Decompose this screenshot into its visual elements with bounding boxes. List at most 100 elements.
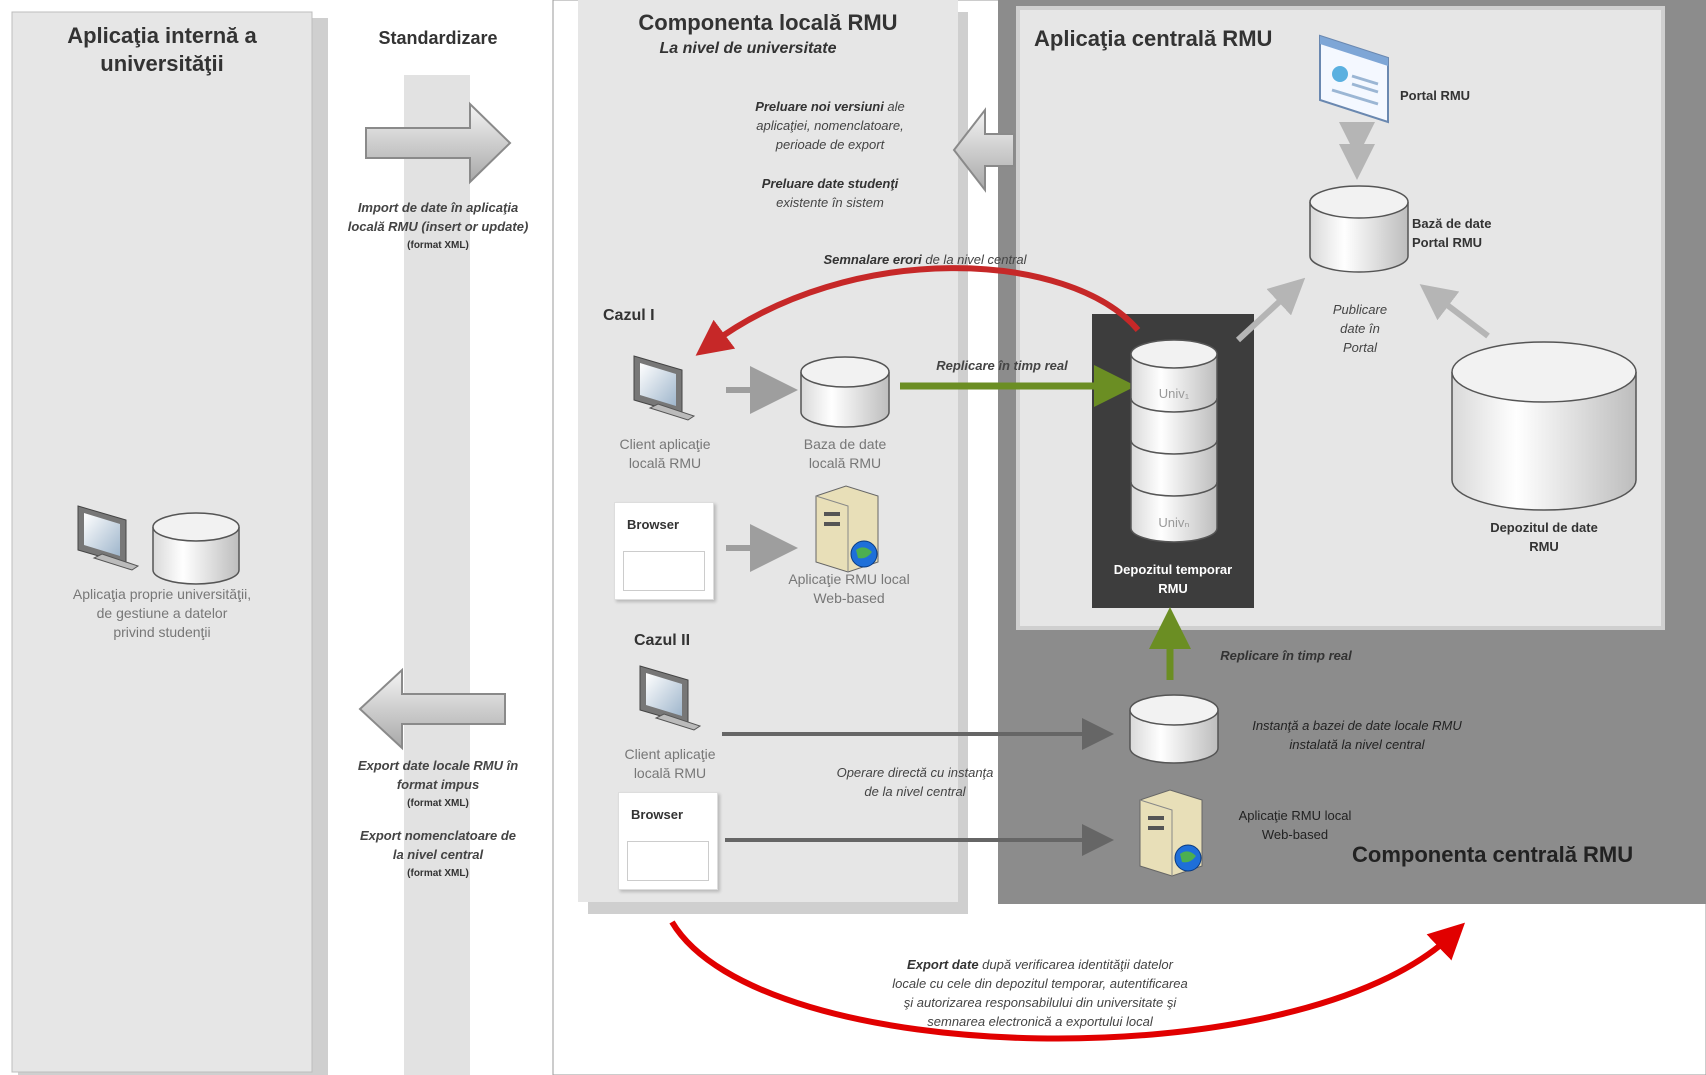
central-to-local-arrow [952,107,1015,193]
client-1-label-line2: locală RMU [628,455,702,471]
left-panel-title: Aplicaţia internă a universităţii [12,22,312,78]
local-db-label: Baza de date locală RMU [775,435,915,473]
error-signal-note: Semnalare erori de la nivel central [760,250,1090,269]
replication-label-1: Replicare în timp real [936,358,1068,373]
export-bottom-bold: Export date [907,957,979,972]
publish-note-line2: date în [1340,321,1380,336]
publish-note-line3: Portal [1343,340,1377,355]
web-app-1-label-line2: Web-based [813,590,885,606]
university-db-icon [152,512,240,585]
univ-n-label: Univₙ [1158,515,1190,530]
error-signal-rest: de la nivel central [921,252,1027,267]
export-date-arrow [669,920,1466,1042]
preluare-students-line2: existente în sistem [776,195,884,210]
client-2-label-line2: locală RMU [633,765,707,781]
error-signal-arrow [695,265,1141,356]
browser-1-address-field [623,551,705,591]
direct-operation-line1: Operare directă cu instanţa [836,765,994,780]
preluare-versions-rest: ale [883,99,905,114]
browser-window-1: Browser [614,502,714,600]
client-1-label-line1: Client aplicaţie [619,436,711,452]
central-app-title: Aplicaţia centrală RMU [1034,26,1273,51]
web-app-1-label-line1: Aplicaţie RMU local [788,571,910,587]
export-arrow [358,667,506,751]
browser-2-address-field [627,841,709,881]
import-format-label: (format XML) [407,240,469,251]
publish-arrow-1 [1235,277,1306,343]
preluare-versions-line2: aplicaţiei, nomenclatoare, [756,118,904,133]
instance-db-icon [1129,694,1219,764]
export-note-1-line1: Export date locale RMU în [357,758,519,773]
monitor-icon-client2 [639,665,702,731]
university-app-label-line3: privind studenţii [113,624,211,640]
direct-operation-line2: de la nivel central [864,784,966,799]
export-bottom-line4: semnarea electronică a exportului local [927,1014,1153,1029]
browser-1-title: Browser [627,517,680,532]
export-note-2-line2: la nivel central [392,847,484,862]
data-warehouse-label: Depozitul de date RMU [1460,518,1628,556]
standardization-title: Standardizare [378,28,498,48]
univ-1-label: Univ₁ [1158,386,1190,401]
export-bottom-note: Export date după verificarea identităţii… [860,955,1220,1031]
local-db-icon [800,356,890,428]
data-warehouse-icon [1451,341,1637,511]
export-note-2-line1: Export nomenclatoare de [359,828,517,843]
replication-label-2: Replicare în timp real [1220,648,1352,663]
temp-store-label: Depozitul temporar RMU [1092,560,1254,598]
publish-note: Publicare date în Portal [1300,300,1420,357]
export-note-2: Export nomenclatoare de la nivel central… [326,826,550,883]
import-arrow [365,101,512,185]
direct-operation-note: Operare directă cu instanţa de la nivel … [790,763,1040,801]
web-app-2-label-line2: Web-based [1261,827,1329,842]
client-2-label-line1: Client aplicaţie [624,746,716,762]
export-bottom-rest1: după verificarea identităţii datelor [978,957,1173,972]
left-panel-title-line1: Aplicaţia internă a [67,23,257,48]
export-1-format-label: (format XML) [407,798,469,809]
central-component-title: Componenta centrală RMU [1352,842,1634,867]
preluare-students-bold: Preluare date studenţi [761,176,899,191]
client-2-label: Client aplicaţie locală RMU [600,745,740,783]
portal-label: Portal RMU [1400,88,1471,103]
browser-2-title: Browser [631,807,684,822]
import-note-line2: locală RMU (insert or update) [347,219,529,234]
portal-db-icon [1309,185,1409,273]
monitor-icon-client1 [633,355,696,421]
publish-note-line1: Publicare [1332,302,1388,317]
preluare-students-note: Preluare date studenţi existente în sist… [700,174,960,212]
instance-label-line2: instalată la nivel central [1289,737,1425,752]
export-note-1: Export date locale RMU în format impus (… [326,756,550,813]
export-bottom-line1: Export date după verificarea identităţii… [860,955,1220,974]
browser-window-2: Browser [618,792,718,890]
import-note: Import de date în aplicaţia locală RMU (… [318,198,558,255]
export-note-1-line2: format impus [396,777,480,792]
portal-db-label: Bază de date Portal RMU [1412,214,1538,252]
university-app-label-line1: Aplicaţia proprie universităţii, [72,586,252,602]
temp-store-label-line1: Depozitul temporar [1113,562,1233,577]
error-signal-bold: Semnalare erori [823,252,922,267]
temp-store-label-line2: RMU [1158,581,1188,596]
client-1-label: Client aplicaţie locală RMU [595,435,735,473]
university-app-label-line2: de gestiune a datelor [96,605,228,621]
export-2-format-label: (format XML) [407,868,469,879]
portal-db-label-line1: Bază de date [1412,216,1492,231]
data-warehouse-label-line1: Depozitul de date [1490,520,1598,535]
university-app-label: Aplicaţia proprie universităţii, de gest… [12,585,312,642]
left-panel-title-line2: universităţii [100,51,224,76]
preluare-versions-bold: Preluare noi versiuni [755,99,884,114]
web-app-2-label-line1: Aplicaţie RMU local [1238,808,1352,823]
web-app-2-label: Aplicaţie RMU local Web-based [1210,806,1380,844]
preluare-versions-note: Preluare noi versiuni ale aplicaţiei, no… [700,97,960,154]
local-component-panel [578,0,958,902]
data-warehouse-label-line2: RMU [1529,539,1559,554]
preluare-versions-line1: Preluare noi versiuni ale [700,97,960,116]
web-server-icon-1 [815,485,879,573]
publish-arrow-2 [1419,284,1490,339]
monitor-icon-university [77,505,140,571]
export-bottom-line3: şi autorizarea responsabilului din unive… [903,995,1177,1010]
import-note-line1: Import de date în aplicaţia [357,200,519,215]
preluare-versions-line3: perioade de export [775,137,885,152]
local-db-label-line2: locală RMU [808,455,882,471]
portal-page-icon [1319,34,1389,124]
